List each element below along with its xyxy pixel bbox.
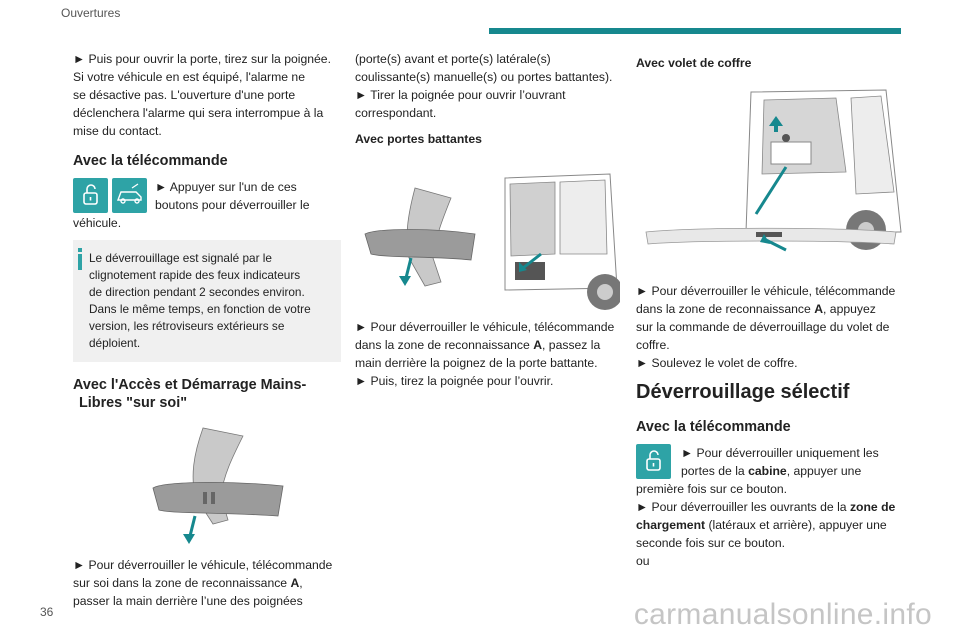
text-line: ► Puis, tirez la poignée pour l’ouvrir.: [355, 374, 554, 388]
text-line: ► Pour déverrouiller le véhicule, téléco…: [73, 558, 333, 572]
text-line: main derrière la poignez de la porte bat…: [355, 356, 598, 370]
text-line: se désactive pas. L'ouverture d'une port…: [73, 88, 296, 102]
text-line: ► Tirer la poignée pour ouvrir l’ouvrant: [355, 88, 566, 102]
text-part: portes de la: [681, 464, 749, 478]
text-line: dans la zone de reconnaissance A, appuye…: [636, 300, 906, 318]
text-line: ou: [636, 554, 650, 568]
hand-handle-illustration: [152, 427, 284, 544]
remote-instruction: ► Appuyer sur l'un de ces boutons pour d…: [73, 178, 341, 214]
watermark: carmanualsonline.info: [633, 598, 932, 631]
header-title: Ouvertures: [61, 6, 121, 20]
text-line: Le déverrouillage est signalé par le: [89, 251, 272, 265]
lock-open-icon: [73, 178, 108, 213]
text-line: de direction pendant 2 secondes environ.: [89, 285, 305, 299]
text-part: cabine: [748, 464, 787, 478]
text-line: chargement (latéraux et arrière), appuye…: [636, 516, 906, 534]
text-part: (latéraux et arrière), appuyer une: [705, 518, 887, 532]
text-line: coulissante(s) manuelle(s) ou portes bat…: [355, 70, 613, 84]
text-line: (porte(s) avant et porte(s) latérale(s): [355, 52, 551, 66]
text-part: sur soi dans la zone de reconnaissance: [73, 576, 291, 590]
heading-keyless: Avec l'Accès et Démarrage Mains- Libres …: [73, 376, 341, 412]
lock-open-icon: [636, 444, 671, 479]
text-line: ► Puis pour ouvrir la porte, tirez sur l…: [73, 52, 331, 66]
text-line: ► Appuyer sur l'un de ces: [155, 180, 297, 194]
text-line: sur la commande de déverrouillage du vol…: [636, 320, 890, 334]
text-part: dans la zone de reconnaissance: [636, 302, 815, 316]
text-part: dans la zone de reconnaissance: [355, 338, 534, 352]
tailgate-paragraph: ► Pour déverrouiller le véhicule, téléco…: [636, 282, 906, 372]
text-part: , appuyez: [823, 302, 876, 316]
text-line: déploient.: [89, 336, 141, 350]
heading-selective-unlocking: Déverrouillage sélectif: [636, 381, 850, 403]
text-line: clignotement rapide des feux indicateurs: [89, 268, 301, 282]
text-line: ► Pour déverrouiller le véhicule, téléco…: [355, 320, 615, 334]
heading-line: Libres "sur soi": [79, 395, 188, 411]
text-part: ► Pour déverrouiller les ouvrants de la: [636, 500, 850, 514]
text-line: seconde fois sur ce bouton.: [636, 536, 786, 550]
info-note: Le déverrouillage est signalé par le cli…: [73, 240, 341, 362]
header-accent-bar: [489, 28, 901, 34]
text-part: zone de: [849, 500, 896, 514]
text-line: version, les rétroviseurs extérieurs se: [89, 319, 285, 333]
text-line: dans la zone de reconnaissance A, passez…: [355, 336, 620, 354]
text-line: portes de la cabine, appuyer une: [681, 462, 879, 480]
text-line: ► Pour déverrouiller les ouvrants de la …: [636, 498, 906, 516]
info-icon: [78, 248, 82, 270]
heading-line: Avec l'Accès et Démarrage Mains-: [73, 377, 307, 393]
column-3: Avec volet de coffre ► Pour déverrouille…: [636, 50, 906, 570]
swing-door-illustration: [364, 173, 620, 310]
text-line: Si votre véhicule en est équipé, l'alarm…: [73, 70, 305, 84]
column-1: ► Puis pour ouvrir la porte, tirez sur l…: [73, 50, 341, 618]
heading-swing-doors: Avec portes battantes: [355, 132, 482, 146]
text-part: chargement: [636, 518, 706, 532]
text-line: Dans le même temps, en fonction de votre: [89, 302, 311, 316]
keyless-paragraph: ► Pour déverrouiller le véhicule, téléco…: [73, 556, 341, 610]
heading-remote-selective: Avec la télécommande: [636, 419, 791, 435]
text-part: , appuyer une: [786, 464, 862, 478]
text-line: véhicule.: [73, 216, 122, 230]
text-line: boutons pour déverrouiller le: [155, 198, 310, 212]
zone-label: A: [533, 338, 543, 352]
text-line: déclenchera l'alarme qui sera interrompu…: [73, 106, 324, 120]
text-line: ► Soulevez le volet de coffre.: [636, 356, 798, 370]
heading-tailgate: Avec volet de coffre: [636, 56, 752, 70]
zone-label: A: [290, 576, 300, 590]
selective-instruction: ► Pour déverrouiller uniquement les port…: [636, 444, 906, 480]
text-line: ► Pour déverrouiller uniquement les: [681, 446, 879, 460]
text-line: passer la main derrière l’une des poigné…: [73, 594, 303, 608]
page-number: 36: [40, 605, 54, 619]
heading-remote: Avec la télécommande: [73, 153, 228, 169]
van-icon: [112, 178, 147, 213]
text-line: coffre.: [636, 338, 670, 352]
text-line: première fois sur ce bouton.: [636, 482, 788, 496]
text-line: ► Pour déverrouiller le véhicule, téléco…: [636, 284, 896, 298]
text-line: mise du contact.: [73, 124, 162, 138]
text-part: ,: [299, 576, 303, 590]
intro-paragraph: (porte(s) avant et porte(s) latérale(s) …: [355, 50, 620, 122]
text-part: , passez la: [542, 338, 601, 352]
swing-paragraph: ► Pour déverrouiller le véhicule, téléco…: [355, 318, 620, 390]
column-2: (porte(s) avant et porte(s) latérale(s) …: [355, 50, 620, 398]
text-line: correspondant.: [355, 106, 437, 120]
zone-label: A: [814, 302, 824, 316]
tailgate-illustration: [645, 89, 902, 252]
text-line: sur soi dans la zone de reconnaissance A…: [73, 574, 341, 592]
intro-paragraph: ► Puis pour ouvrir la porte, tirez sur l…: [73, 50, 341, 140]
